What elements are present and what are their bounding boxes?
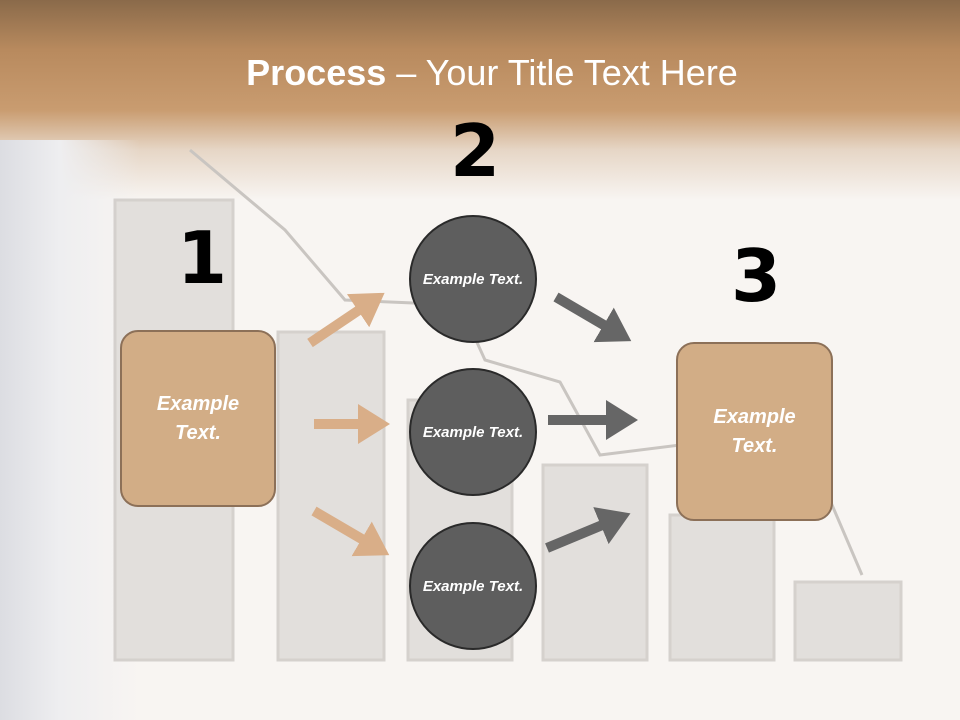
- sketch-bar: [793, 580, 903, 662]
- header-band: [0, 0, 960, 200]
- arrow-up-right-icon: [545, 507, 631, 553]
- step-1-text: Example Text.: [156, 392, 240, 444]
- step-2-item-text: Example Text.: [422, 423, 524, 441]
- step-2-item-text: Example Text.: [422, 577, 524, 595]
- page-title: Process – Your Title Text Here: [246, 52, 738, 93]
- step-2-circle-3: Example Text.: [409, 522, 537, 650]
- sketch-bar: [668, 513, 776, 662]
- sketch-bar: [541, 463, 649, 662]
- sketch-bar: [276, 330, 386, 662]
- step-3-box: Example Text.: [676, 342, 833, 521]
- step-1-box: Example Text.: [120, 330, 276, 507]
- step-number-3: 3: [731, 234, 782, 318]
- step-number-2: 2: [450, 109, 501, 193]
- arrow-down-right-icon: [311, 506, 390, 557]
- step-3-text: Example Text.: [713, 405, 796, 457]
- arrow-up-right-icon: [307, 292, 385, 348]
- step-2-circle-1: Example Text.: [409, 215, 537, 343]
- arrow-down-right-icon: [553, 292, 632, 343]
- step-2-circle-2: Example Text.: [409, 368, 537, 496]
- step-number-1: 1: [177, 216, 228, 300]
- step-2-item-text: Example Text.: [422, 270, 524, 288]
